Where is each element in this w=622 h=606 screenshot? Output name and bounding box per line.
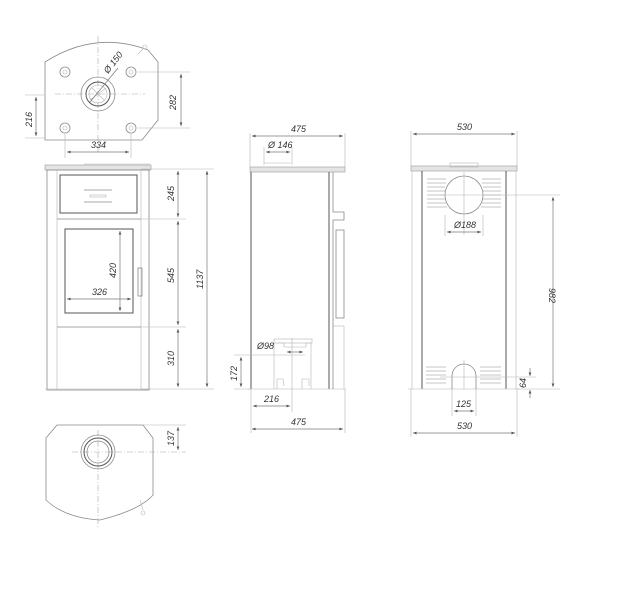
vent-grille-icon	[427, 178, 501, 208]
side-top-width-label: 475	[291, 124, 307, 134]
air-inlet-offset-label: 216	[263, 394, 279, 404]
bottom-view: 137	[45, 424, 186, 528]
glass-height-label: 420	[108, 263, 118, 278]
side-offset-label: 216	[24, 112, 34, 128]
side-bottom-width-label: 475	[291, 417, 307, 427]
top-section-height-label: 245	[166, 185, 176, 202]
total-height-label: 1137	[195, 269, 205, 289]
rear-top-width-label: 530	[457, 122, 472, 132]
bottom-flue-offset-label: 137	[166, 430, 176, 446]
foot-icon	[125, 122, 137, 134]
rear-flue-height-label: 982	[547, 288, 557, 303]
front-view: 420 326 245 545 310 1137	[44, 163, 214, 391]
air-inlet-diameter-label: Ø98	[256, 341, 274, 351]
air-inlet-icon	[273, 338, 313, 389]
door-handle-icon	[137, 267, 143, 297]
flue-outlet-icon	[80, 76, 116, 112]
flue-collar-icon	[80, 434, 116, 470]
middle-section-height-label: 545	[166, 267, 176, 283]
vent-grille-icon	[426, 366, 501, 384]
top-view: Ø 150 282 216 334	[24, 36, 190, 158]
rear-air-inlet-width-label: 125	[456, 399, 472, 409]
rear-view: Ø188 982 64 125	[408, 122, 560, 437]
foot-depth-label: 282	[168, 95, 178, 111]
rear-bottom-width-label: 530	[457, 421, 472, 431]
side-flue-diameter-label: Ø 146	[267, 140, 293, 150]
rear-air-inlet-height-label: 64	[518, 378, 528, 388]
foot-icon	[59, 66, 71, 78]
rear-air-inlet-icon	[440, 360, 536, 389]
foot-spacing-label: 334	[91, 140, 106, 150]
bottom-section-height-label: 310	[166, 351, 176, 366]
top-flue-diameter-label: Ø 150	[101, 50, 125, 76]
glass-door	[64, 228, 134, 314]
side-view: Ø98 475 Ø 146 172 216 475	[229, 124, 346, 433]
air-inlet-height-label: 172	[229, 366, 239, 381]
glass-width-label: 326	[92, 287, 107, 297]
rear-flue-diameter-label: Ø188	[453, 220, 476, 230]
foot-icon	[125, 66, 137, 78]
foot-icon	[59, 122, 71, 134]
